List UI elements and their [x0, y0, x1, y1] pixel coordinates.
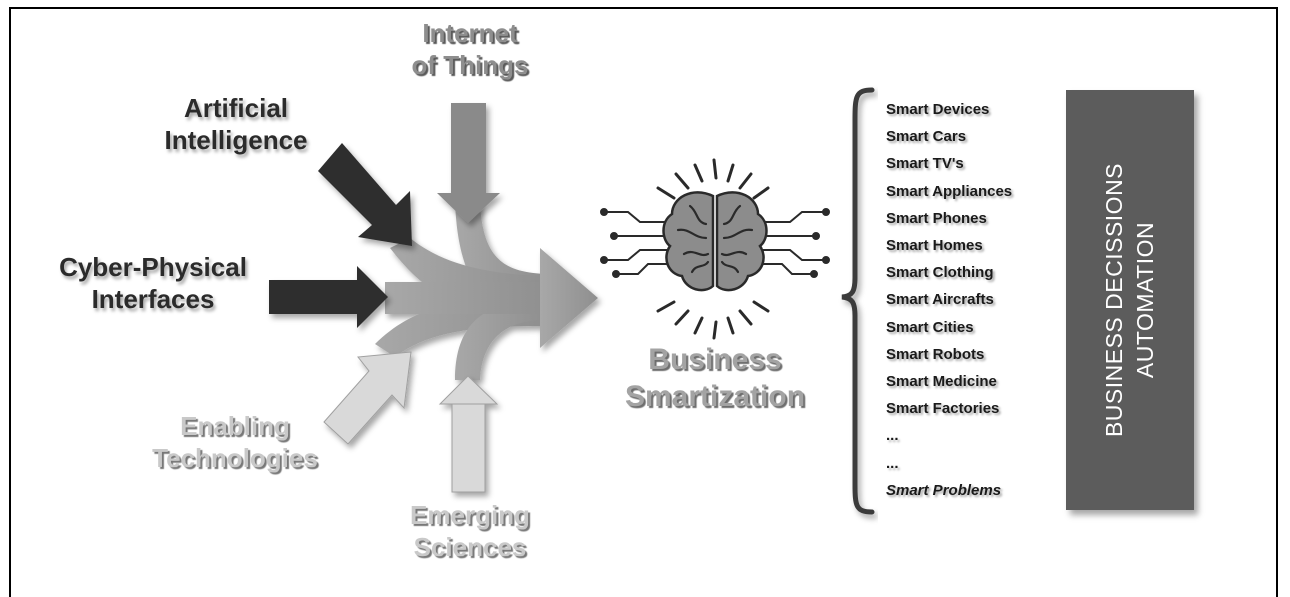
iot-label-line-2: of Things: [411, 49, 529, 80]
cpi-label-line-2: Interfaces: [91, 283, 215, 314]
cpi-label-line-1: Cyber-Physical: [59, 252, 247, 282]
ai-label-line-2: Intelligence: [164, 124, 308, 155]
emerging-arrow: [438, 375, 499, 493]
curly-bracket-icon: [841, 87, 875, 515]
list-item: Smart Aircrafts: [886, 291, 994, 309]
iot-arrow: [437, 103, 500, 223]
ai-label: Artificial Intelligence: [136, 93, 336, 156]
iot-label: Internet of Things: [395, 18, 545, 81]
business-smartization-line-1: Business: [648, 343, 782, 376]
automation-box-line-2: AUTOMATION: [1132, 221, 1158, 379]
enabling-label: Enabling Technologies: [130, 411, 340, 474]
list-item: Smart Factories: [886, 400, 1000, 418]
automation-box: BUSINESS DECISSIONS AUTOMATION: [1066, 90, 1194, 510]
iot-label-line-1: Internet: [422, 18, 518, 48]
smart-items-list: Smart Devices Smart Cars Smart TV's Smar…: [886, 96, 1012, 504]
business-smartization-line-2: Smartization: [624, 379, 806, 413]
ai-label-line-1: Artificial: [183, 93, 289, 123]
cpi-arrow: [269, 266, 388, 328]
automation-box-text: BUSINESS DECISSIONS AUTOMATION: [1099, 163, 1161, 437]
brain-circuit-icon: [600, 158, 830, 340]
list-item: Smart TV's: [886, 155, 964, 173]
list-item: Smart Homes: [886, 237, 983, 255]
list-item: Smart Robots: [886, 345, 985, 363]
emerging-label-line-1: Emerging: [410, 500, 530, 530]
ai-arrow: [318, 143, 412, 246]
list-item: Smart Phones: [886, 209, 987, 227]
emerging-label: Emerging Sciences: [385, 500, 555, 563]
list-item: Smart Medicine: [886, 373, 997, 391]
list-item-smart-problems: Smart Problems: [886, 481, 1002, 499]
list-item: ...: [886, 454, 899, 472]
list-item: Smart Cities: [886, 318, 974, 336]
emerging-label-line-2: Sciences: [413, 531, 527, 562]
enabling-label-line-1: Enabling: [180, 411, 290, 441]
list-item: Smart Cars: [886, 128, 967, 146]
converging-arrow: [375, 200, 598, 380]
list-item: Smart Appliances: [886, 182, 1013, 200]
figure-frame: [9, 7, 1278, 597]
diagram-canvas: [269, 87, 875, 515]
automation-box-line-1: BUSINESS DECISSIONS: [1100, 162, 1127, 438]
cpi-label: Cyber-Physical Interfaces: [28, 252, 278, 315]
list-item: Smart Devices: [886, 101, 990, 118]
list-item: Smart Clothing: [886, 264, 994, 282]
list-item: ...: [886, 427, 899, 445]
enabling-arrow: [323, 351, 412, 445]
enabling-label-line-2: Technologies: [152, 442, 318, 473]
business-smartization-label: Business Smartization: [600, 342, 830, 415]
